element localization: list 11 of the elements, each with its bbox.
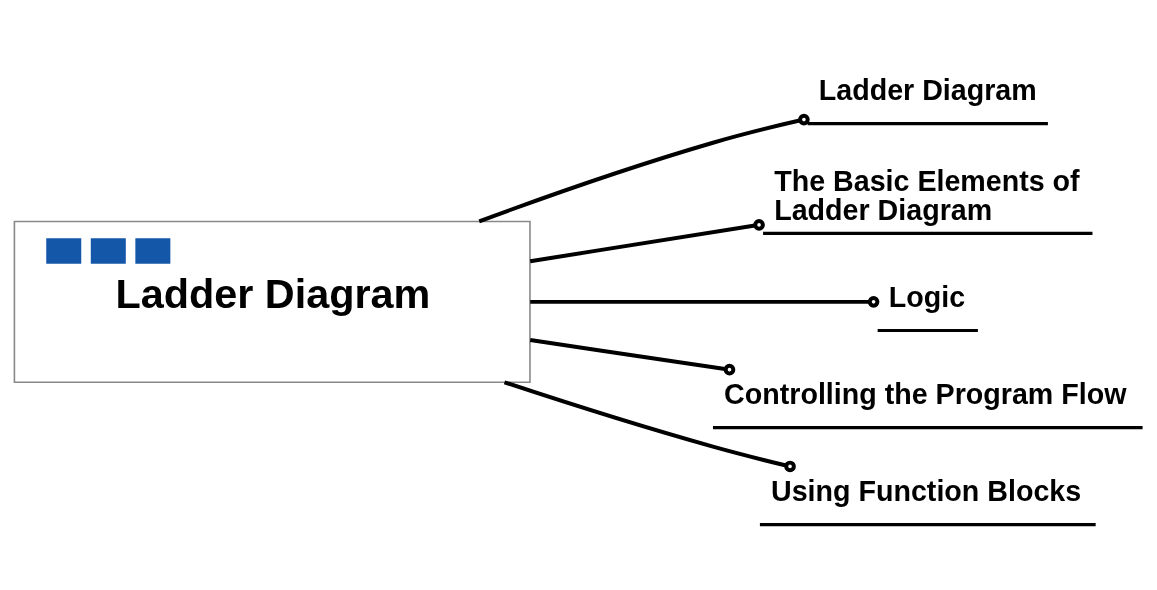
node-text: Using Function Blocks (771, 474, 1082, 507)
connector (529, 337, 736, 375)
node-text: Controlling the Program Flow (724, 377, 1127, 410)
connector (503, 379, 796, 472)
connector (530, 295, 880, 308)
connector (529, 218, 765, 263)
node-text: Logic (888, 280, 966, 313)
node-text: Ladder Diagram (818, 73, 1037, 106)
connector (478, 113, 810, 223)
node-text: The Basic Elements of Ladder Diagram (774, 164, 1080, 226)
node-box: Ladder Diagram (13, 220, 531, 383)
